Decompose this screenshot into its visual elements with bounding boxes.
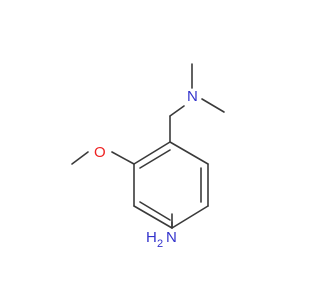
nitrogen-dimethylamino-label: N	[187, 88, 198, 105]
amine-h-label: H	[146, 229, 157, 246]
bond-layer	[71, 63, 225, 229]
ring-bond-c3-c4	[171, 205, 209, 229]
ring-bond-c4-c5	[133, 205, 173, 229]
ring-bond-c4-c5-inner	[139, 201, 171, 221]
structure-canvas: N O H 2 N	[71, 63, 225, 250]
bond-ch2-to-n	[169, 105, 185, 117]
ring-bond-c1-c2	[169, 141, 209, 165]
bond-o-to-methyl	[71, 151, 89, 165]
ring-bond-c6-c1-inner	[139, 149, 171, 169]
bond-n-to-methyl-right	[201, 98, 225, 113]
amine-h-subscript: 2	[157, 238, 163, 250]
ring-bond-c6-c1	[133, 141, 171, 165]
molecule-drawing: N O H 2 N	[71, 63, 225, 250]
oxygen-methoxy-label: O	[94, 144, 106, 161]
amine-nitrogen-label: N	[166, 229, 177, 246]
bond-ring-to-o	[111, 151, 135, 165]
